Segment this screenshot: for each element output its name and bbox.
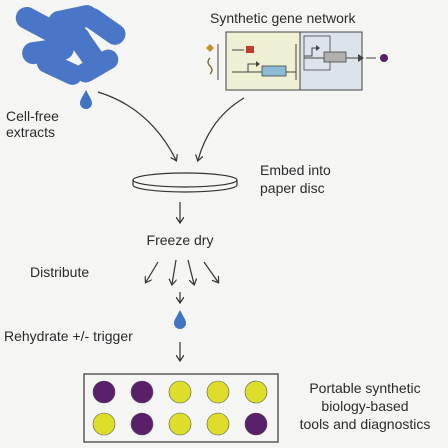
readout-dot-yellow	[244, 380, 268, 404]
readout-dot-yellow	[206, 412, 230, 436]
rehydrate-label: Rehydrate +/- trigger	[4, 328, 133, 344]
readout-dot-yellow	[206, 380, 230, 404]
readout-dot-purple	[244, 412, 268, 436]
right-curve-arrow	[198, 97, 245, 160]
gene-circuit-icon	[206, 31, 388, 91]
portable-label-1: Portable synthetic	[309, 380, 421, 396]
readout-dot-yellow	[168, 412, 192, 436]
network-title: Synthetic gene network	[210, 10, 356, 26]
portable-label-3: tools and diagnostics	[299, 416, 431, 432]
freeze-dry-label: Freeze dry	[146, 232, 214, 248]
embed-label-1: Embed into	[260, 162, 331, 178]
embed-label-2: paper disc	[260, 180, 325, 196]
readout-dot-purple	[92, 380, 116, 404]
output-dot-icon	[380, 54, 388, 62]
cellfree-label-2: extracts	[6, 124, 56, 140]
distribute-arrows	[146, 259, 218, 284]
left-curve-arrow	[97, 91, 176, 160]
readout-dot-purple	[130, 412, 154, 436]
portable-label-2: biology-based	[321, 398, 409, 414]
readout-dot-purple	[130, 380, 154, 404]
droplet-icon	[174, 310, 186, 329]
readout-dot-yellow	[92, 412, 116, 436]
readout-dot-yellow	[168, 380, 192, 404]
cellfree-label-1: Cell-free	[6, 108, 59, 124]
paper-disc-icon	[132, 172, 238, 193]
readout-dots	[92, 380, 268, 436]
distribute-label: Distribute	[30, 264, 90, 280]
cell-cluster-icon	[15, 5, 126, 85]
droplet-icon	[80, 90, 92, 109]
